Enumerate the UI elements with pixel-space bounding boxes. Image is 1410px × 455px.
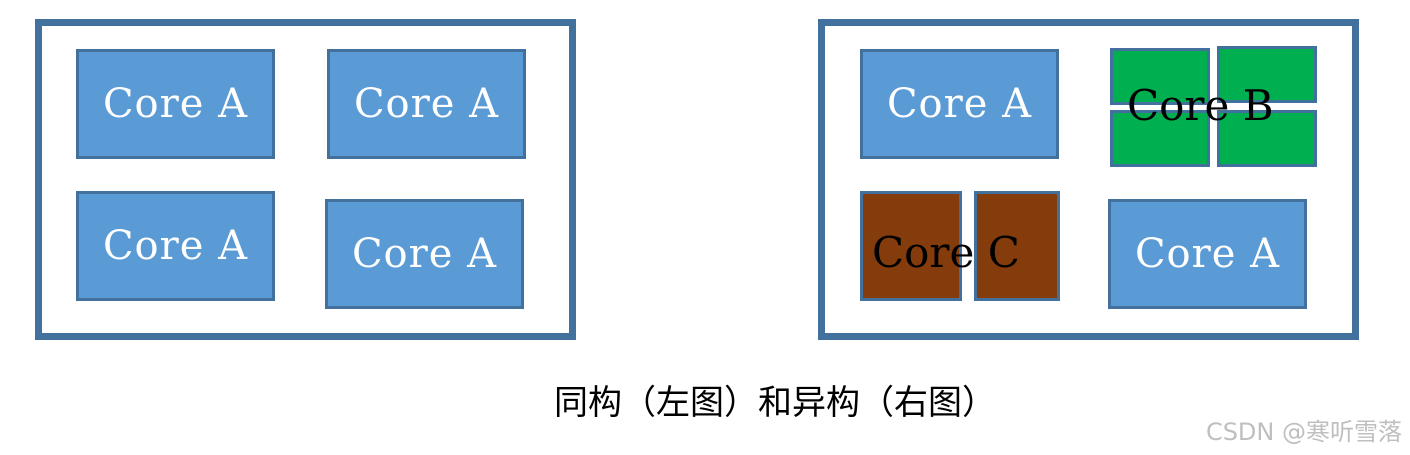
- figure-caption: 同构（左图）和异构（右图）: [554, 383, 996, 423]
- heterogeneous-core-a-top: Core A: [860, 49, 1059, 159]
- homogeneous-core-a-3: Core A: [76, 191, 275, 301]
- homogeneous-core-a-1: Core A: [76, 49, 275, 159]
- core-b-tile: [1110, 48, 1210, 105]
- heterogeneous-core-a-bottom: Core A: [1108, 199, 1307, 309]
- core-c-tile: [860, 191, 962, 301]
- core-b-tile: [1110, 110, 1210, 167]
- core-b-tile: [1217, 46, 1317, 103]
- watermark: CSDN @寒听雪落: [1205, 418, 1402, 446]
- core-c-tile: [974, 191, 1060, 301]
- core-b-label: Core B: [1127, 81, 1274, 130]
- homogeneous-core-a-2: Core A: [327, 49, 526, 159]
- homogeneous-core-a-4: Core A: [325, 199, 524, 309]
- core-c-label: Core C: [872, 228, 1020, 277]
- core-b-tile: [1217, 110, 1317, 167]
